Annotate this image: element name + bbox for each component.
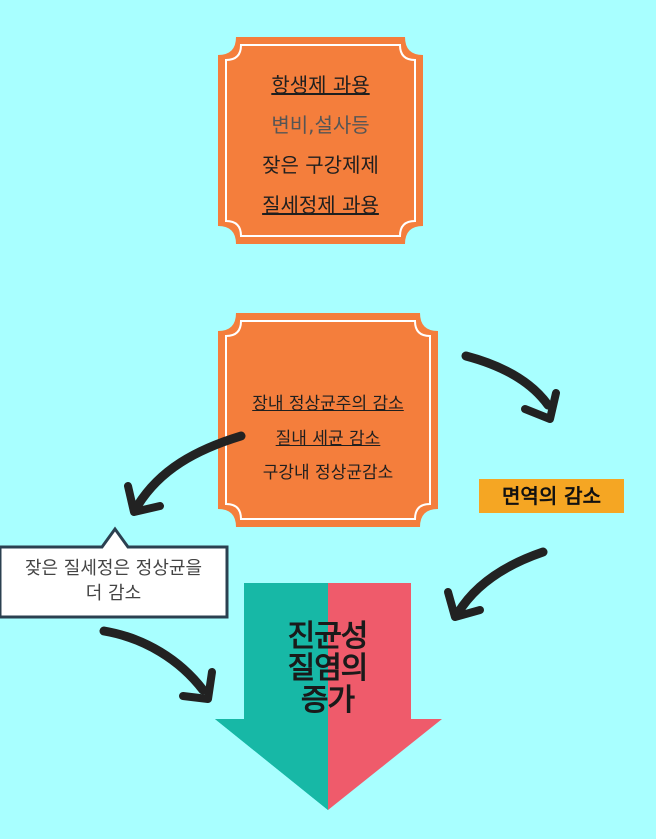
callout-line-1: 잦은 질세정은 정상균을 xyxy=(24,558,203,579)
arrow-immunity-to-result xyxy=(444,547,548,621)
result-line-3: 증가 xyxy=(300,683,355,718)
effect-box-shape xyxy=(218,313,438,527)
result-line-2: 질염의 xyxy=(287,651,369,686)
cause-line-2: 변비,설사등 xyxy=(271,113,370,137)
effect-box: 장내 정상균주의 감소 질내 세균 감소 구강내 정상균감소 xyxy=(218,313,438,527)
cause-box: 항생제 과용 변비,설사등 잦은 구강제제 질세정제 과용 xyxy=(218,37,423,244)
callout-line-2: 더 감소 xyxy=(85,583,142,604)
cause-line-3: 잦은 구강제제 xyxy=(262,153,379,177)
arrow-to-immunity xyxy=(461,351,560,423)
cause-line-4: 질세정제 과용 xyxy=(262,193,379,217)
effect-line-2: 질내 세균 감소 xyxy=(275,429,381,449)
cause-box-shape xyxy=(218,37,423,244)
immunity-label: 면역의 감소 xyxy=(502,484,601,508)
cause-line-1: 항생제 과용 xyxy=(271,73,370,97)
arrow-callout-to-result xyxy=(99,626,216,703)
effect-line-1: 장내 정상균주의 감소 xyxy=(252,394,404,414)
big-down-arrow xyxy=(215,583,442,810)
immunity-label-box: 면역의 감소 xyxy=(479,479,624,513)
effect-line-3: 구강내 정상균감소 xyxy=(262,463,394,483)
arrow-to-callout xyxy=(124,431,246,516)
callout-shape xyxy=(0,526,229,619)
result-line-1: 진균성 xyxy=(287,619,369,654)
